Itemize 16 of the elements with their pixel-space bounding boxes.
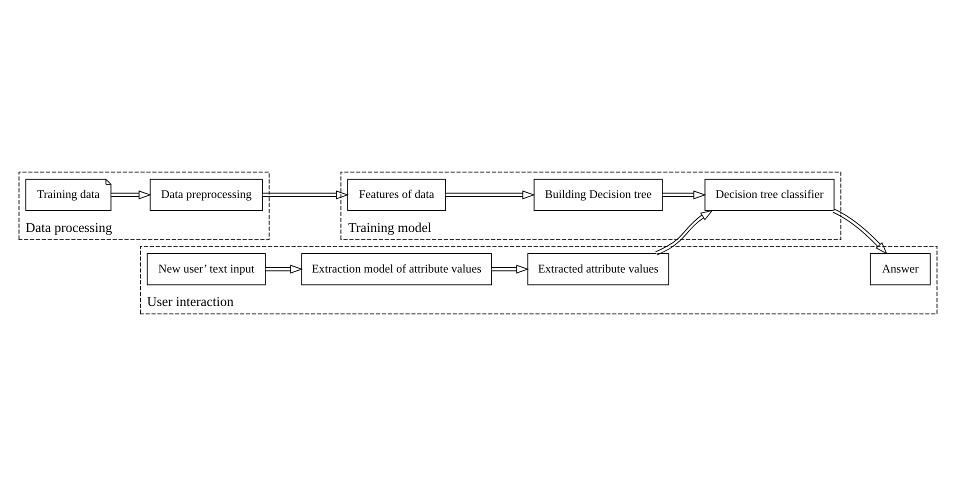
node-box: New user’ text input [146,252,266,285]
node-box: Answer [870,252,931,285]
arrow [445,190,536,199]
arrow [262,190,349,199]
node-box: Building Decision tree [534,178,663,210]
arrow [832,208,888,254]
arrow [491,264,529,274]
arrow [662,190,706,199]
arrow [655,209,714,255]
node-box: Extracted attribute values [527,252,670,285]
arrow [265,264,303,274]
node-box: Features of data [347,178,446,210]
node-box: Extraction model of attribute values [301,252,492,285]
node-box: Decision tree classifier [704,178,834,210]
arrow [110,190,152,199]
node-box: Data preprocessing [150,178,263,210]
